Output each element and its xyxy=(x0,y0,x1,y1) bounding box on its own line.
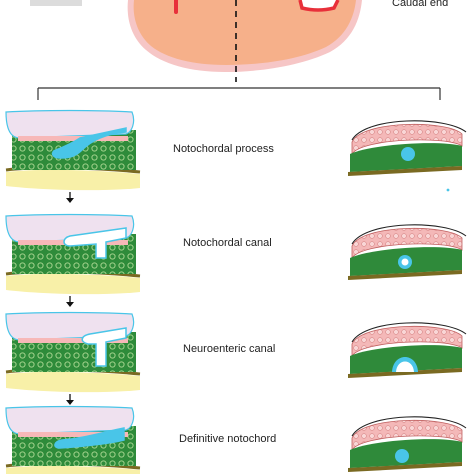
transverse-section xyxy=(348,416,467,472)
stage-label-definitive-notochord: Definitive notochord xyxy=(179,433,277,445)
notochord-core xyxy=(401,147,415,161)
down-arrow-head xyxy=(66,400,74,405)
section-bracket xyxy=(37,87,441,100)
transverse-section xyxy=(348,322,467,378)
yolk-endoderm xyxy=(6,169,140,191)
primitive-streak-mark xyxy=(298,0,340,12)
endoderm-base xyxy=(348,462,462,472)
notochord-shape xyxy=(54,427,125,449)
notochord-shape xyxy=(51,127,127,159)
yolk-endoderm xyxy=(6,371,140,393)
stray-dot xyxy=(446,188,450,192)
endoderm-base xyxy=(348,270,462,280)
yolk-endoderm xyxy=(6,273,140,295)
embryonic-disc xyxy=(127,0,362,82)
stage-row-4 xyxy=(5,405,467,474)
stage-label-neuroenteric-canal: Neuroenteric canal xyxy=(183,343,276,355)
surface-line xyxy=(351,322,467,343)
transverse-section xyxy=(348,120,467,176)
sagittal-section xyxy=(5,109,141,191)
ectoderm-strip xyxy=(18,338,128,343)
sagittal-section xyxy=(5,405,141,474)
stage-row-3 xyxy=(5,311,467,405)
caudal-end-label: Caudal end xyxy=(392,0,449,9)
amnion-cap xyxy=(5,109,135,139)
down-arrow-head xyxy=(66,302,74,307)
surface-line xyxy=(351,120,467,141)
surface-line xyxy=(351,224,467,245)
stage-label-notochordal-canal: Notochordal canal xyxy=(183,237,272,249)
open-canal-lumen xyxy=(396,361,414,372)
stage-row-1 xyxy=(5,109,467,203)
definitive-notochord-core xyxy=(395,449,409,463)
canal-lumen xyxy=(401,258,409,266)
stage-row-2 xyxy=(5,213,467,307)
notochord-shape xyxy=(63,227,127,259)
down-arrow-head xyxy=(66,198,74,203)
sagittal-section xyxy=(5,213,141,295)
endoderm-base xyxy=(348,368,462,378)
yolk-endoderm xyxy=(6,465,140,474)
header-label-box xyxy=(30,0,82,6)
ectoderm-strip xyxy=(18,432,128,437)
endoderm-base xyxy=(348,166,462,176)
stage-label-notochordal-process: Notochordal process xyxy=(173,143,274,155)
amnion-cap xyxy=(5,405,135,435)
notochord-shape xyxy=(81,327,127,367)
ectoderm-strip xyxy=(18,136,128,141)
transverse-section xyxy=(348,224,467,280)
surface-line xyxy=(351,416,467,437)
sagittal-section xyxy=(5,311,141,393)
